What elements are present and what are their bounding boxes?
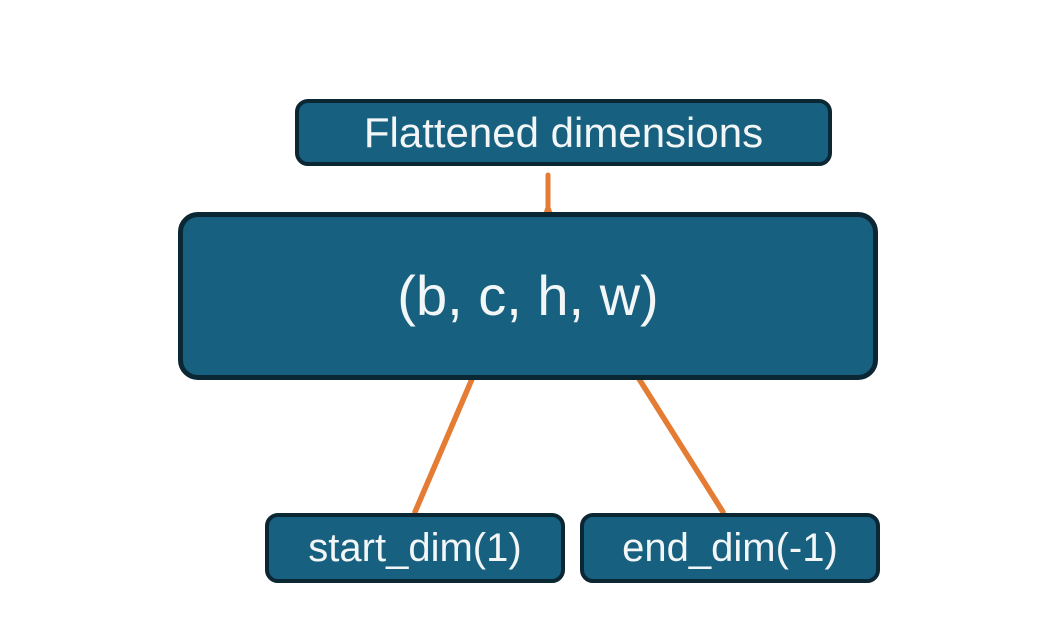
node-tensor-shape: (b, c, h, w) bbox=[178, 212, 878, 380]
node-flattened-dimensions-label: Flattened dimensions bbox=[363, 108, 764, 156]
node-end-dim: end_dim(-1) bbox=[580, 513, 880, 583]
node-start-dim: start_dim(1) bbox=[265, 513, 565, 583]
node-start-dim-label: start_dim(1) bbox=[308, 526, 522, 570]
node-flattened-dimensions: Flattened dimensions bbox=[295, 99, 832, 166]
node-tensor-shape-label: (b, c, h, w) bbox=[397, 264, 659, 327]
node-end-dim-label: end_dim(-1) bbox=[622, 526, 838, 570]
